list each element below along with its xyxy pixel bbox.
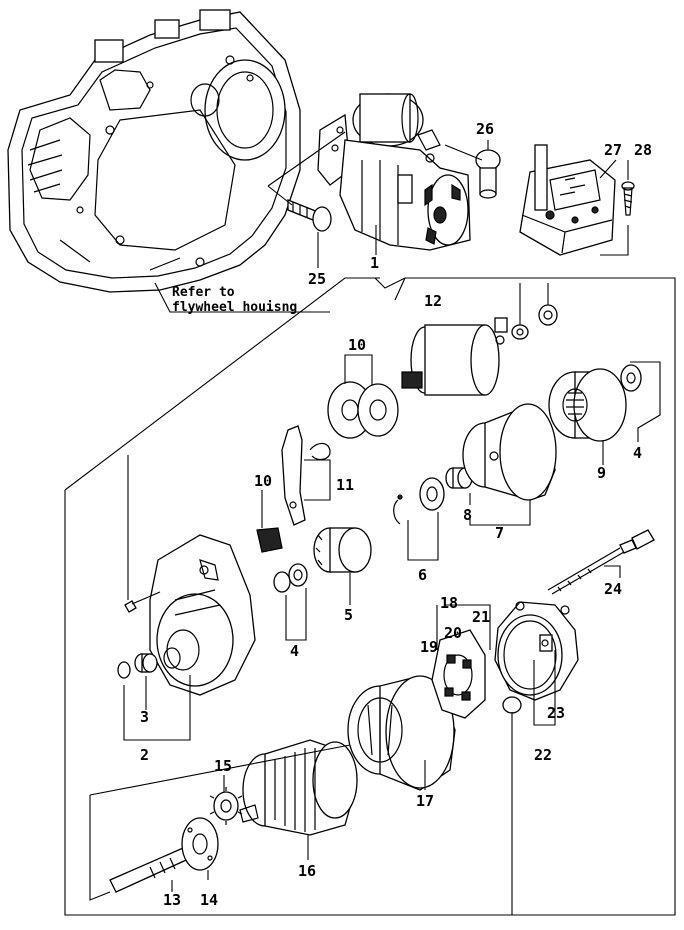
callout-27: 27 (604, 141, 622, 159)
callout-28: 28 (634, 141, 652, 159)
callout-4-lower: 4 (290, 642, 299, 660)
pinion-gear-5 (313, 527, 372, 605)
solenoid-12 (401, 283, 521, 396)
shift-lever-11 (281, 425, 331, 526)
callout-3: 3 (140, 708, 149, 726)
yoke-7 (462, 403, 557, 526)
callout-24: 24 (604, 580, 622, 598)
washer-4-right (620, 361, 661, 442)
callout-13: 13 (163, 891, 181, 909)
callout-17: 17 (416, 792, 434, 810)
callout-26: 26 (476, 120, 494, 138)
callout-5: 5 (344, 606, 353, 624)
callout-11: 11 (336, 476, 354, 494)
callout-7: 7 (495, 524, 504, 542)
front-bracket-2 (123, 534, 256, 741)
exploded-view-frame (64, 277, 676, 916)
nut-and-washer (511, 283, 558, 340)
relay-box-27 (519, 144, 616, 256)
brush-holder-18 (431, 604, 491, 719)
planet-gear-15 (209, 775, 243, 825)
callout-8: 8 (463, 506, 472, 524)
washers-6 (393, 477, 445, 561)
callout-25: 25 (308, 270, 326, 288)
callout-12: 12 (424, 292, 442, 310)
note-line-2: flywheel houisng (172, 300, 297, 315)
callout-9: 9 (597, 464, 606, 482)
callout-16: 16 (298, 862, 316, 880)
brush-holder-10 (256, 490, 283, 553)
callout-22: 22 (534, 746, 552, 764)
through-bolt-24 (547, 529, 655, 595)
callout-6: 6 (418, 566, 427, 584)
callout-14: 14 (200, 891, 218, 909)
callout-10-lower: 10 (254, 472, 272, 490)
starter-assembly (317, 93, 471, 251)
callout-2: 2 (140, 746, 149, 764)
armature-16 (239, 739, 358, 860)
terminal-cap-26 (444, 140, 501, 199)
washers-4-lower (273, 563, 308, 641)
flywheel-housing-note: Refer to flywheel houisng (154, 282, 330, 315)
pinion-shaft-13 (89, 744, 351, 901)
callout-23: 23 (547, 704, 565, 722)
callout-10-top: 10 (348, 336, 366, 354)
leader-27 (599, 159, 617, 179)
callout-1: 1 (370, 254, 379, 272)
internal-gear-9 (548, 368, 627, 465)
callout-labels: 1 2 3 4 4 5 6 7 8 9 10 10 11 12 13 14 15… (140, 120, 652, 909)
callout-18: 18 (440, 594, 458, 612)
callout-19: 19 (420, 638, 438, 656)
screw-28 (600, 160, 635, 256)
bushing-3 (117, 653, 158, 710)
callout-4-right: 4 (633, 444, 642, 462)
callout-21: 21 (472, 608, 490, 626)
bracket-bolt (124, 455, 161, 613)
note-line-1: Refer to (172, 285, 235, 300)
bearing-plates-10 (327, 354, 399, 439)
rear-cover-22 (494, 601, 579, 726)
callout-15: 15 (214, 757, 232, 775)
callout-20: 20 (444, 624, 462, 642)
field-coil-17 (347, 675, 456, 791)
flywheel-housing (7, 9, 301, 293)
mounting-bolt-25 (267, 131, 346, 232)
